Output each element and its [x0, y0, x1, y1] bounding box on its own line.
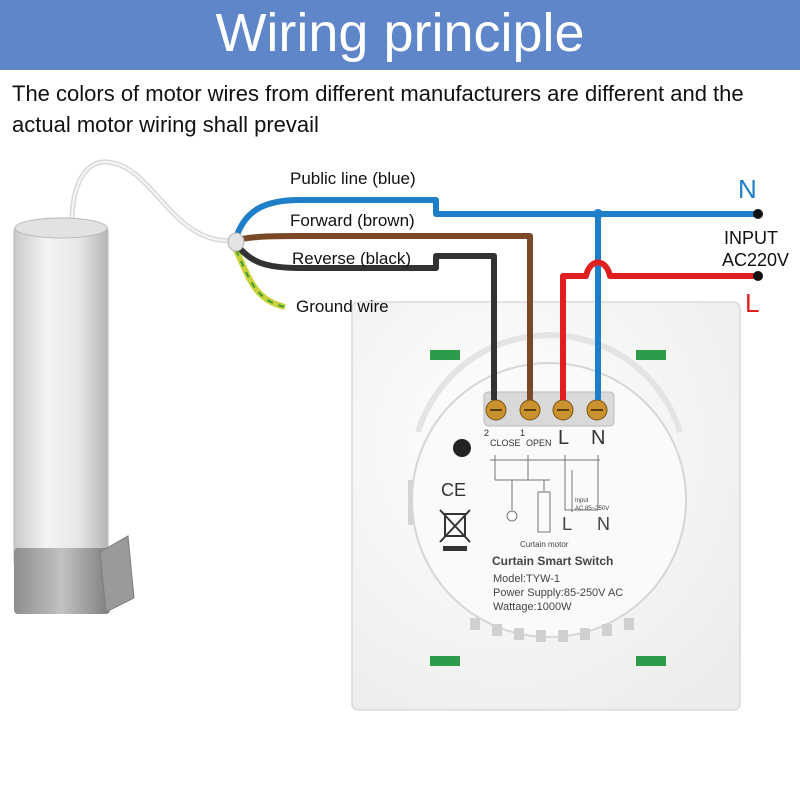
terminal-open-number: 1	[520, 428, 526, 438]
switch-plate	[351, 301, 741, 711]
forward-label: Forward (brown)	[290, 211, 415, 230]
ground-label: Ground wire	[296, 297, 389, 316]
motor-end-cap	[14, 548, 110, 614]
motor-cable-highlight	[70, 160, 236, 242]
product-power: Power Supply:85-250V AC	[493, 587, 624, 599]
mini-schematic	[490, 455, 600, 533]
ground-wire-stripe	[235, 249, 286, 308]
ce-mark: CE	[441, 480, 467, 500]
title-banner: Wiring principle	[0, 0, 800, 70]
reverse-label: Reverse (black)	[292, 249, 412, 268]
cable-head	[227, 232, 245, 252]
mini-n-label: N	[597, 514, 610, 534]
module-teeth	[470, 618, 634, 642]
reverse-wire	[233, 242, 497, 400]
motor-bracket	[99, 535, 135, 613]
neutral-junction	[593, 209, 603, 219]
mini-l-label: L	[562, 514, 573, 534]
terminal-block	[483, 391, 615, 427]
subtitle-note: The colors of motor wires from different…	[12, 81, 744, 137]
wires	[227, 197, 763, 400]
input-l-label: L	[745, 288, 760, 318]
ground-wire	[233, 248, 286, 310]
curtain-motor-label: Curtain motor	[520, 540, 569, 549]
module-rim	[415, 332, 683, 433]
weee-icon	[439, 509, 471, 551]
tubular-motor	[13, 159, 236, 614]
live-wire	[560, 259, 758, 400]
motor-top	[14, 217, 108, 239]
mini-input-label: Input	[575, 498, 589, 504]
input-label: INPUT	[724, 228, 778, 248]
public-line-wire	[233, 197, 758, 239]
switch-module-body	[411, 362, 687, 638]
input-n-label: N	[738, 174, 757, 204]
l-input-terminal	[753, 271, 763, 281]
clip-top-left	[430, 350, 460, 360]
product-name: Curtain Smart Switch	[492, 554, 614, 568]
clip-bottom-right	[636, 656, 666, 666]
clip-top-right	[636, 350, 666, 360]
clip-bottom-left	[430, 656, 460, 666]
motor-body	[13, 223, 109, 570]
terminal-screws	[485, 399, 608, 421]
product-wattage: Wattage:1000W	[493, 601, 572, 613]
terminal-l-label: L	[558, 427, 570, 449]
n-input-terminal	[753, 209, 763, 219]
mini-ac-label: AC 85~250V	[575, 506, 610, 512]
page-title: Wiring principle	[215, 3, 585, 63]
product-model: Model:TYW-1	[493, 573, 561, 585]
terminal-n-label: N	[591, 427, 606, 449]
input-voltage-label: AC220V	[722, 250, 790, 270]
terminal-close-label: CLOSE	[490, 438, 521, 448]
terminal-open-label: OPEN	[526, 438, 552, 448]
mounting-hole	[453, 439, 471, 457]
terminal-close-number: 2	[484, 428, 490, 438]
public-line-label: Public line (blue)	[290, 169, 416, 188]
